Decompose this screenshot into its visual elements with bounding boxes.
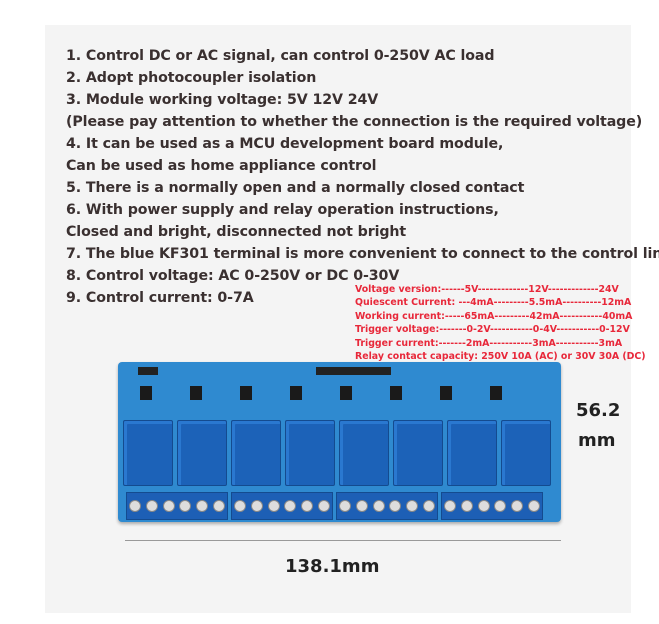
screw — [300, 500, 313, 512]
feature-line: Can be used as home appliance control — [66, 158, 377, 174]
screw — [405, 500, 418, 512]
feature-line: 2. Adopt photocoupler isolation — [66, 70, 317, 86]
screw — [477, 500, 490, 512]
relay — [339, 420, 389, 486]
feature-list: 1. Control DC or AC signal, can control … — [66, 45, 659, 309]
height-dimension: 56.2 — [576, 400, 621, 421]
feature-line: 6. With power supply and relay operation… — [66, 202, 499, 218]
feature-line: Closed and bright, disconnected not brig… — [66, 224, 407, 240]
screw — [129, 500, 142, 512]
optocoupler — [140, 386, 152, 400]
screw — [494, 500, 507, 512]
feature-line: 3. Module working voltage: 5V 12V 24V — [66, 92, 379, 108]
spec-line: Voltage version:------5V-------------12V… — [355, 284, 619, 295]
optocoupler — [490, 386, 502, 400]
screw — [267, 500, 280, 512]
spec-line: Trigger current:-------2mA-----------3mA… — [355, 337, 623, 349]
height-unit: mm — [578, 430, 616, 451]
relay — [393, 420, 443, 486]
width-dimension: 138.1mm — [285, 556, 380, 577]
feature-line: 8. Control voltage: AC 0-250V or DC 0-30… — [66, 268, 400, 284]
relay — [285, 420, 335, 486]
spec-table: Voltage version:------5V-------------12V… — [355, 283, 646, 363]
screw — [162, 500, 175, 512]
screw — [444, 500, 457, 512]
screw — [234, 500, 247, 512]
feature-line: 7. The blue KF301 terminal is more conve… — [66, 246, 659, 262]
pin-header — [316, 367, 391, 375]
feature-line: 1. Control DC or AC signal, can control … — [66, 48, 495, 64]
relay — [177, 420, 227, 486]
screw — [145, 500, 158, 512]
relay — [231, 420, 281, 486]
feature-line: (Please pay attention to whether the con… — [66, 114, 643, 130]
feature-line: 9. Control current: 0-7A — [66, 290, 254, 306]
optocoupler — [340, 386, 352, 400]
relay — [501, 420, 551, 486]
optocoupler — [440, 386, 452, 400]
optocoupler — [390, 386, 402, 400]
screw-terminal-block — [336, 492, 438, 520]
relay — [123, 420, 173, 486]
screw-terminal-block — [231, 492, 333, 520]
screw — [317, 500, 330, 512]
screw — [460, 500, 473, 512]
feature-line: 4. It can be used as a MCU development b… — [66, 136, 504, 152]
screw-terminal-block — [126, 492, 228, 520]
relay — [447, 420, 497, 486]
relay-board-image — [118, 362, 561, 522]
screw — [372, 500, 385, 512]
screw — [212, 500, 225, 512]
optocoupler — [290, 386, 302, 400]
screw — [527, 500, 540, 512]
screw — [510, 500, 523, 512]
screw — [179, 500, 192, 512]
screw — [422, 500, 435, 512]
optocoupler — [190, 386, 202, 400]
spec-line: Relay contact capacity: 250V 10A (AC) or… — [355, 351, 646, 363]
screw — [355, 500, 368, 512]
spec-line: Working current:-----65mA---------42mA--… — [355, 310, 633, 322]
screw-terminal-block — [441, 492, 543, 520]
optocoupler — [240, 386, 252, 400]
feature-line: 5. There is a normally open and a normal… — [66, 180, 525, 196]
screw — [250, 500, 263, 512]
screw — [339, 500, 352, 512]
jumper — [138, 367, 158, 375]
width-dimension-line — [125, 540, 561, 541]
spec-line: Quiescent Current: ---4mA---------5.5mA-… — [355, 297, 632, 309]
screw — [195, 500, 208, 512]
screw — [284, 500, 297, 512]
spec-line: Trigger voltage:-------0-2V-----------0-… — [355, 324, 630, 336]
screw — [389, 500, 402, 512]
